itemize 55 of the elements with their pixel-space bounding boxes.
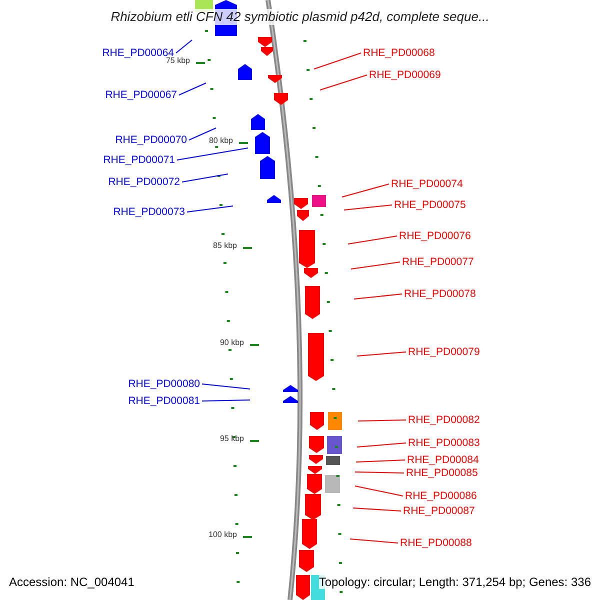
leader-line xyxy=(314,52,362,70)
gene-label: RHE_PD00068 xyxy=(363,47,443,59)
gene-label: RHE_PD00081 xyxy=(120,395,200,407)
scale-label: 95 kbp xyxy=(218,434,244,444)
map-title: Rhizobium etli CFN 42 symbiotic plasmid p42d, complete seque... xyxy=(110,9,490,25)
leader-line xyxy=(202,384,250,390)
gene-label: RHE_PD00072 xyxy=(100,176,180,188)
leader-line xyxy=(354,472,404,474)
gene-label: RHE_PD00070 xyxy=(107,134,187,146)
leader-line xyxy=(350,262,400,270)
gene-label: RHE_PD00071 xyxy=(95,154,175,166)
scale-label: 75 kbp xyxy=(166,56,190,66)
gene-label: RHE_PD00082 xyxy=(408,414,488,426)
gene-label: RHE_PD00079 xyxy=(408,346,488,358)
leader-line xyxy=(178,82,206,96)
accession-text: Accession: NC_004041 xyxy=(9,575,134,589)
leader-line xyxy=(354,486,404,496)
gene-label: RHE_PD00069 xyxy=(369,69,449,81)
leader-line xyxy=(176,148,248,160)
leader-line xyxy=(188,128,216,140)
leader-line xyxy=(352,508,402,512)
scale-label: 85 kbp xyxy=(212,241,237,251)
leader-line xyxy=(350,538,398,544)
leader-line xyxy=(344,204,392,210)
leader-line xyxy=(356,352,406,356)
gene-label: RHE_PD00086 xyxy=(405,490,485,502)
leader-line xyxy=(358,420,406,422)
scale-label: 100 kbp xyxy=(208,530,237,540)
gene-label: RHE_PD00077 xyxy=(402,256,482,268)
gene-label: RHE_PD00080 xyxy=(120,378,200,390)
gene-label: RHE_PD00075 xyxy=(394,199,474,211)
leader-line xyxy=(176,40,192,54)
gene-label: RHE_PD00078 xyxy=(404,288,484,300)
topology-text: Topology: circular; Length: 371,254 bp; Genes: 336 xyxy=(318,575,591,589)
gene-label: RHE_PD00076 xyxy=(399,230,479,242)
gene-label: RHE_PD00085 xyxy=(406,467,486,479)
leader-line xyxy=(202,400,250,402)
gene-label: RHE_PD00064 xyxy=(94,47,174,59)
scale-label: 80 kbp xyxy=(208,136,233,146)
leader-line xyxy=(186,206,234,212)
gene-label: RHE_PD00087 xyxy=(403,505,483,517)
scale-label: 90 kbp xyxy=(218,338,244,348)
gene-label: RHE_PD00067 xyxy=(97,89,177,101)
leader-line xyxy=(356,460,406,462)
gene-label: RHE_PD00084 xyxy=(407,454,487,466)
leader-line xyxy=(342,184,390,198)
leader-line xyxy=(356,442,406,448)
leader-line xyxy=(182,174,228,182)
gene-label: RHE_PD00073 xyxy=(105,206,185,218)
leader-line xyxy=(320,74,368,90)
gene-label: RHE_PD00088 xyxy=(400,537,480,549)
gene-label: RHE_PD00083 xyxy=(408,437,488,449)
leader-line xyxy=(354,294,402,300)
gene-label: RHE_PD00074 xyxy=(391,178,471,190)
leader-line xyxy=(348,236,398,244)
